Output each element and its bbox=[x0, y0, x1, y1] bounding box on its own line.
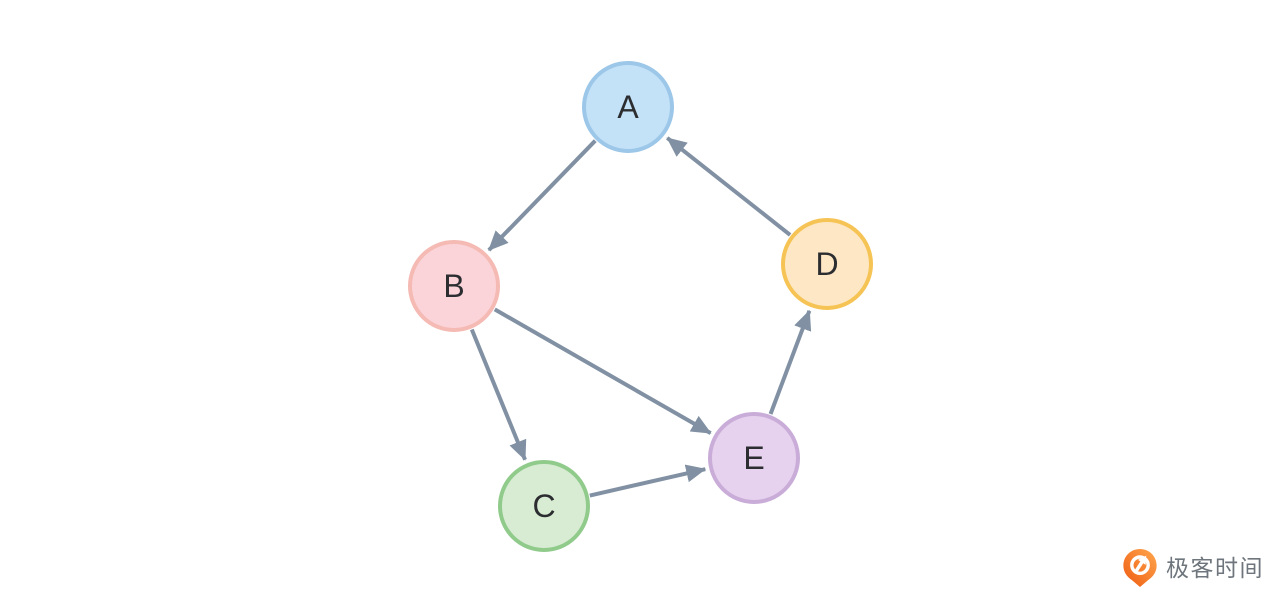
edge-D-A bbox=[666, 136, 792, 237]
edge-B-E bbox=[493, 307, 712, 435]
node-label-D: D bbox=[815, 246, 838, 282]
node-label-B: B bbox=[443, 268, 464, 304]
edge-C-E bbox=[589, 464, 707, 498]
geektime-logo: 极客时间 bbox=[1121, 546, 1264, 590]
node-label-E: E bbox=[743, 440, 764, 476]
node-B: B bbox=[408, 240, 500, 332]
node-label-A: A bbox=[617, 89, 639, 125]
node-D: D bbox=[781, 218, 873, 310]
node-A: A bbox=[582, 61, 674, 153]
node-circle-E bbox=[708, 412, 800, 504]
node-circle-C bbox=[498, 460, 590, 552]
edge-B-C bbox=[469, 328, 527, 461]
node-E: E bbox=[708, 412, 800, 504]
edge-A-B bbox=[487, 139, 597, 252]
geektime-logo-text: 极客时间 bbox=[1166, 554, 1264, 581]
edge-E-D bbox=[768, 309, 812, 415]
node-C: C bbox=[498, 460, 590, 552]
geektime-logo-icon bbox=[1123, 549, 1157, 587]
node-label-C: C bbox=[532, 488, 555, 524]
node-circle-D bbox=[781, 218, 873, 310]
node-circle-B bbox=[408, 240, 500, 332]
node-circle-A bbox=[582, 61, 674, 153]
